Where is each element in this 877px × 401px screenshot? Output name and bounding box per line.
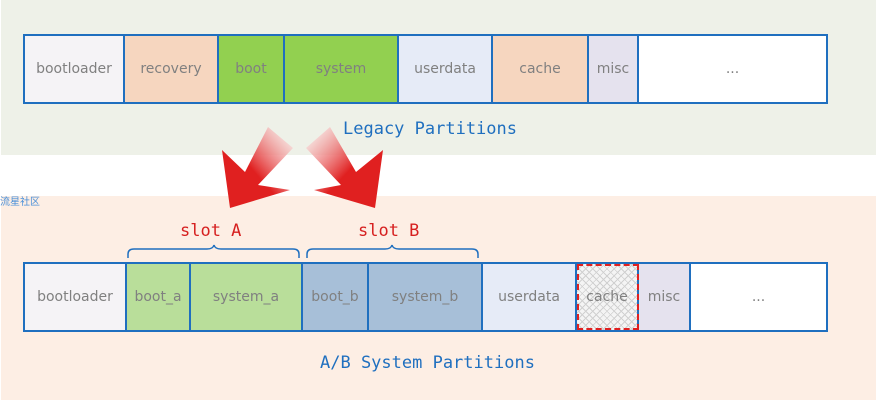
- legacy-caption: Legacy Partitions: [343, 119, 517, 139]
- arrow-right-icon: [306, 127, 383, 208]
- partition-userdata: userdata: [483, 264, 577, 330]
- legacy-partition-bar: bootloader recovery boot system userdata…: [23, 34, 828, 104]
- partition-misc: misc: [639, 264, 691, 330]
- arrow-left-icon: [222, 127, 293, 208]
- partition-misc: misc: [589, 36, 639, 102]
- ab-caption: A/B System Partitions: [320, 353, 535, 373]
- partition-system: system: [285, 36, 399, 102]
- watermark-text: 流星社区: [0, 197, 40, 208]
- slot-a-brace: [127, 244, 300, 258]
- partition-more: ...: [639, 36, 826, 102]
- partition-boot: boot: [219, 36, 285, 102]
- slot-b-brace: [306, 244, 479, 258]
- partition-bootloader: bootloader: [25, 264, 127, 330]
- partition-boot-b: boot_b: [303, 264, 369, 330]
- partition-cache-removed: cache: [577, 264, 639, 330]
- partition-system-b: system_b: [369, 264, 483, 330]
- partition-cache: cache: [493, 36, 589, 102]
- slot-a-label: slot A: [180, 221, 242, 241]
- partition-recovery: recovery: [125, 36, 219, 102]
- partition-more: ...: [691, 264, 826, 330]
- partition-userdata: userdata: [399, 36, 493, 102]
- slot-b-label: slot B: [358, 221, 420, 241]
- ab-partition-bar: bootloader boot_a system_a boot_b system…: [23, 262, 828, 332]
- partition-boot-a: boot_a: [127, 264, 191, 330]
- partition-system-a: system_a: [191, 264, 303, 330]
- partition-bootloader: bootloader: [25, 36, 125, 102]
